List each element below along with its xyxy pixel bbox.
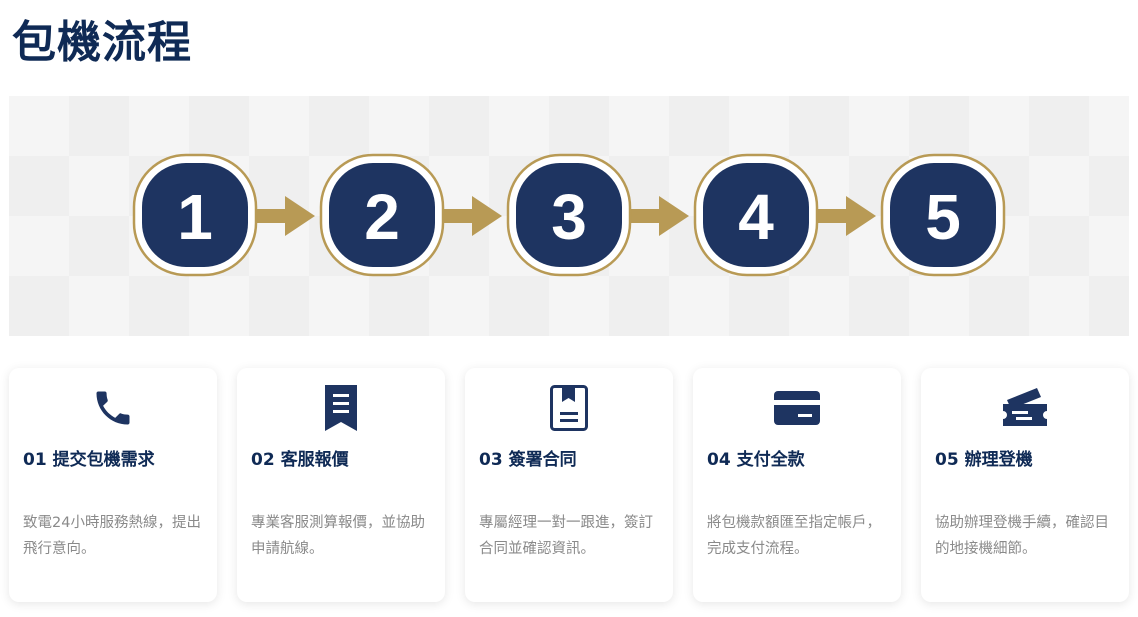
card-title: 03 簽署合同 <box>479 450 577 470</box>
card-description: 協助辦理登機手續，確認目的地接機細節。 <box>935 515 1109 557</box>
card-description: 專屬經理一對一跟進，簽訂合同並確認資訊。 <box>479 515 653 557</box>
step-arrow <box>627 196 689 236</box>
process-banner: 1 2 3 4 5 <box>9 96 1129 336</box>
step-card-2: 02 客服報價 專業客服測算報價，並協助申請航線。 <box>237 368 445 602</box>
card-title: 01 提交包機需求 <box>23 450 155 470</box>
step-badge-5: 5 <box>880 153 1006 277</box>
step-badge-2: 2 <box>319 153 445 277</box>
page-title: 包機流程 <box>12 17 192 68</box>
ticket-icon <box>921 384 1129 432</box>
card-description: 專業客服測算報價，並協助申請航線。 <box>251 515 425 557</box>
step-card-5: 05 辦理登機 協助辦理登機手續，確認目的地接機細節。 <box>921 368 1129 602</box>
card-title: 05 辦理登機 <box>935 450 1033 470</box>
step-badge-1: 1 <box>132 153 258 277</box>
step-number: 2 <box>364 181 400 253</box>
phone-icon <box>9 384 217 432</box>
step-card-3: 03 簽署合同 專屬經理一對一跟進，簽訂合同並確認資訊。 <box>465 368 673 602</box>
step-arrow <box>440 196 502 236</box>
step-number: 4 <box>738 181 774 253</box>
step-number: 3 <box>551 181 587 253</box>
credit-card-icon <box>693 384 901 432</box>
process-steps-graphic: 1 2 3 4 5 <box>132 153 1006 277</box>
contract-icon <box>465 384 673 432</box>
step-badge-3: 3 <box>506 153 632 277</box>
card-description: 致電24小時服務熱線，提出飛行意向。 <box>23 515 201 557</box>
step-card-4: 04 支付全款 將包機款額匯至指定帳戶，完成支付流程。 <box>693 368 901 602</box>
step-badge-4: 4 <box>693 153 819 277</box>
card-title: 02 客服報價 <box>251 450 349 470</box>
step-card-1: 01 提交包機需求 致電24小時服務熱線，提出飛行意向。 <box>9 368 217 602</box>
card-description: 將包機款額匯至指定帳戶，完成支付流程。 <box>707 515 881 557</box>
card-title: 04 支付全款 <box>707 450 805 470</box>
receipt-icon <box>237 384 445 432</box>
step-number: 1 <box>177 181 213 253</box>
step-arrow <box>814 196 876 236</box>
step-number: 5 <box>925 181 961 253</box>
step-arrow <box>253 196 315 236</box>
